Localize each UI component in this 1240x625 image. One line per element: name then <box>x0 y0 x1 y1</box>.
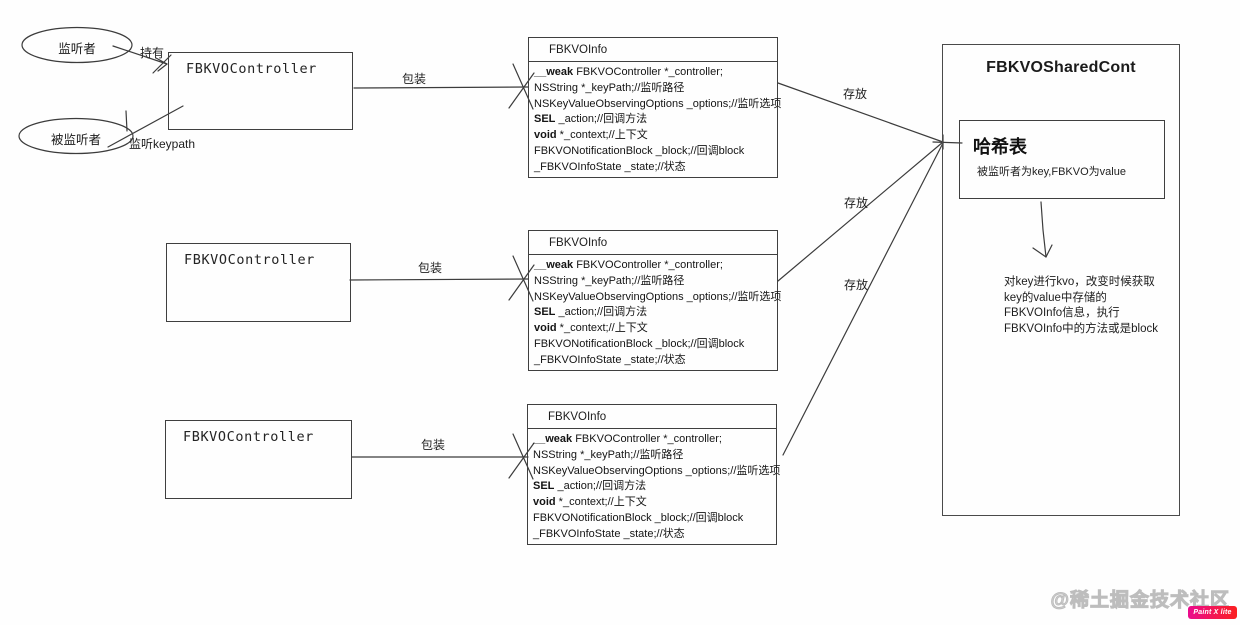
controller-box-title: FBKVOController <box>186 61 317 77</box>
info-box-2: FBKVOInfo __weak FBKVOController *_contr… <box>528 230 782 371</box>
info-field: NSKeyValueObservingOptions _options;//监听… <box>534 97 782 110</box>
info-field: void *_context;//上下文 <box>534 322 648 335</box>
paint-x-lite-badge: Paint X lite <box>1188 606 1237 619</box>
info-field: void *_context;//上下文 <box>534 129 648 142</box>
info-field: _FBKVOInfoState _state;//状态 <box>533 527 685 540</box>
info-field: NSString *_keyPath;//监听路径 <box>534 274 685 287</box>
store-line-3 <box>782 142 944 456</box>
info-box-title: FBKVOInfo <box>528 405 776 429</box>
info-box-fields: __weak FBKVOController *_controller; NSS… <box>528 429 781 543</box>
controller-box-title: FBKVOController <box>184 252 315 268</box>
edge-label-wrap-1: 包装 <box>402 72 427 86</box>
info-box-fields: __weak FBKVOController *_controller; NSS… <box>529 62 782 176</box>
hash-table-subtitle: 被监听者为key,FBKVO为value <box>977 166 1126 178</box>
edge-label-watch-keypath: 监听keypath <box>129 137 196 151</box>
info-field: __weak FBKVOController *_controller; <box>534 66 723 78</box>
info-box-title: FBKVOInfo <box>529 38 777 62</box>
info-field: _FBKVOInfoState _state;//状态 <box>534 353 686 366</box>
info-box-title: FBKVOInfo <box>529 231 777 255</box>
edge-label-hold: 持有 <box>140 46 165 60</box>
controller-box-title: FBKVOController <box>183 429 314 445</box>
edge-label-store-2: 存放 <box>844 196 869 210</box>
shared-container-title: FBKVOSharedCont <box>986 59 1136 76</box>
info-box-1: FBKVOInfo __weak FBKVOController *_contr… <box>528 37 782 178</box>
info-field: SEL _action;//回调方法 <box>534 113 648 126</box>
shared-container-box: FBKVOSharedCont <box>942 44 1180 516</box>
info-field: FBKVONotificationBlock _block;//回调block <box>534 144 745 157</box>
controller-box-2: FBKVOController <box>166 243 351 322</box>
edge-label-wrap-3: 包装 <box>421 438 446 452</box>
wrap-arrow-1 <box>353 63 535 110</box>
note-line: 对key进行kvo，改变时候获取 <box>1004 276 1155 288</box>
info-field: FBKVONotificationBlock _block;//回调block <box>534 337 745 350</box>
info-box-fields: __weak FBKVOController *_controller; NSS… <box>529 255 782 369</box>
info-field: NSKeyValueObservingOptions _options;//监听… <box>533 464 781 477</box>
edge-label-store-3: 存放 <box>844 278 869 292</box>
edge-label-wrap-2: 包装 <box>418 261 443 275</box>
info-field: SEL _action;//回调方法 <box>534 306 648 319</box>
controller-box-1: FBKVOController <box>168 52 353 130</box>
note-line: FBKVOInfo中的方法或是block <box>1004 322 1159 335</box>
controller-box-3: FBKVOController <box>165 420 352 499</box>
info-field: FBKVONotificationBlock _block;//回调block <box>533 511 744 524</box>
info-field: void *_context;//上下文 <box>533 496 647 509</box>
info-field: NSKeyValueObservingOptions _options;//监听… <box>534 290 782 303</box>
info-field: _FBKVOInfoState _state;//状态 <box>534 160 686 173</box>
note-line: FBKVOInfo信息，执行 <box>1004 307 1120 320</box>
info-field: __weak FBKVOController *_controller; <box>533 433 722 445</box>
info-box-3: FBKVOInfo __weak FBKVOController *_contr… <box>527 404 781 545</box>
info-field: NSString *_keyPath;//监听路径 <box>534 81 685 94</box>
hash-table-title: 哈希表 <box>973 137 1027 157</box>
observed-label: 被监听者 <box>50 133 101 147</box>
info-field: NSString *_keyPath;//监听路径 <box>533 448 684 461</box>
juejin-watermark: @稀土掘金技术社区 <box>1050 590 1230 612</box>
info-field: SEL _action;//回调方法 <box>533 480 647 493</box>
listener-label: 监听者 <box>58 42 96 56</box>
info-field: __weak FBKVOController *_controller; <box>534 259 723 271</box>
kvo-note: 对key进行kvo，改变时候获取 key的value中存储的 FBKVOInfo… <box>1004 275 1174 337</box>
edge-label-store-1: 存放 <box>843 87 868 101</box>
hash-table-box: 哈希表 被监听者为key,FBKVO为value <box>959 120 1165 199</box>
note-line: key的value中存储的 <box>1004 291 1107 304</box>
tick-mark <box>125 110 128 132</box>
store-line-2 <box>777 141 944 282</box>
